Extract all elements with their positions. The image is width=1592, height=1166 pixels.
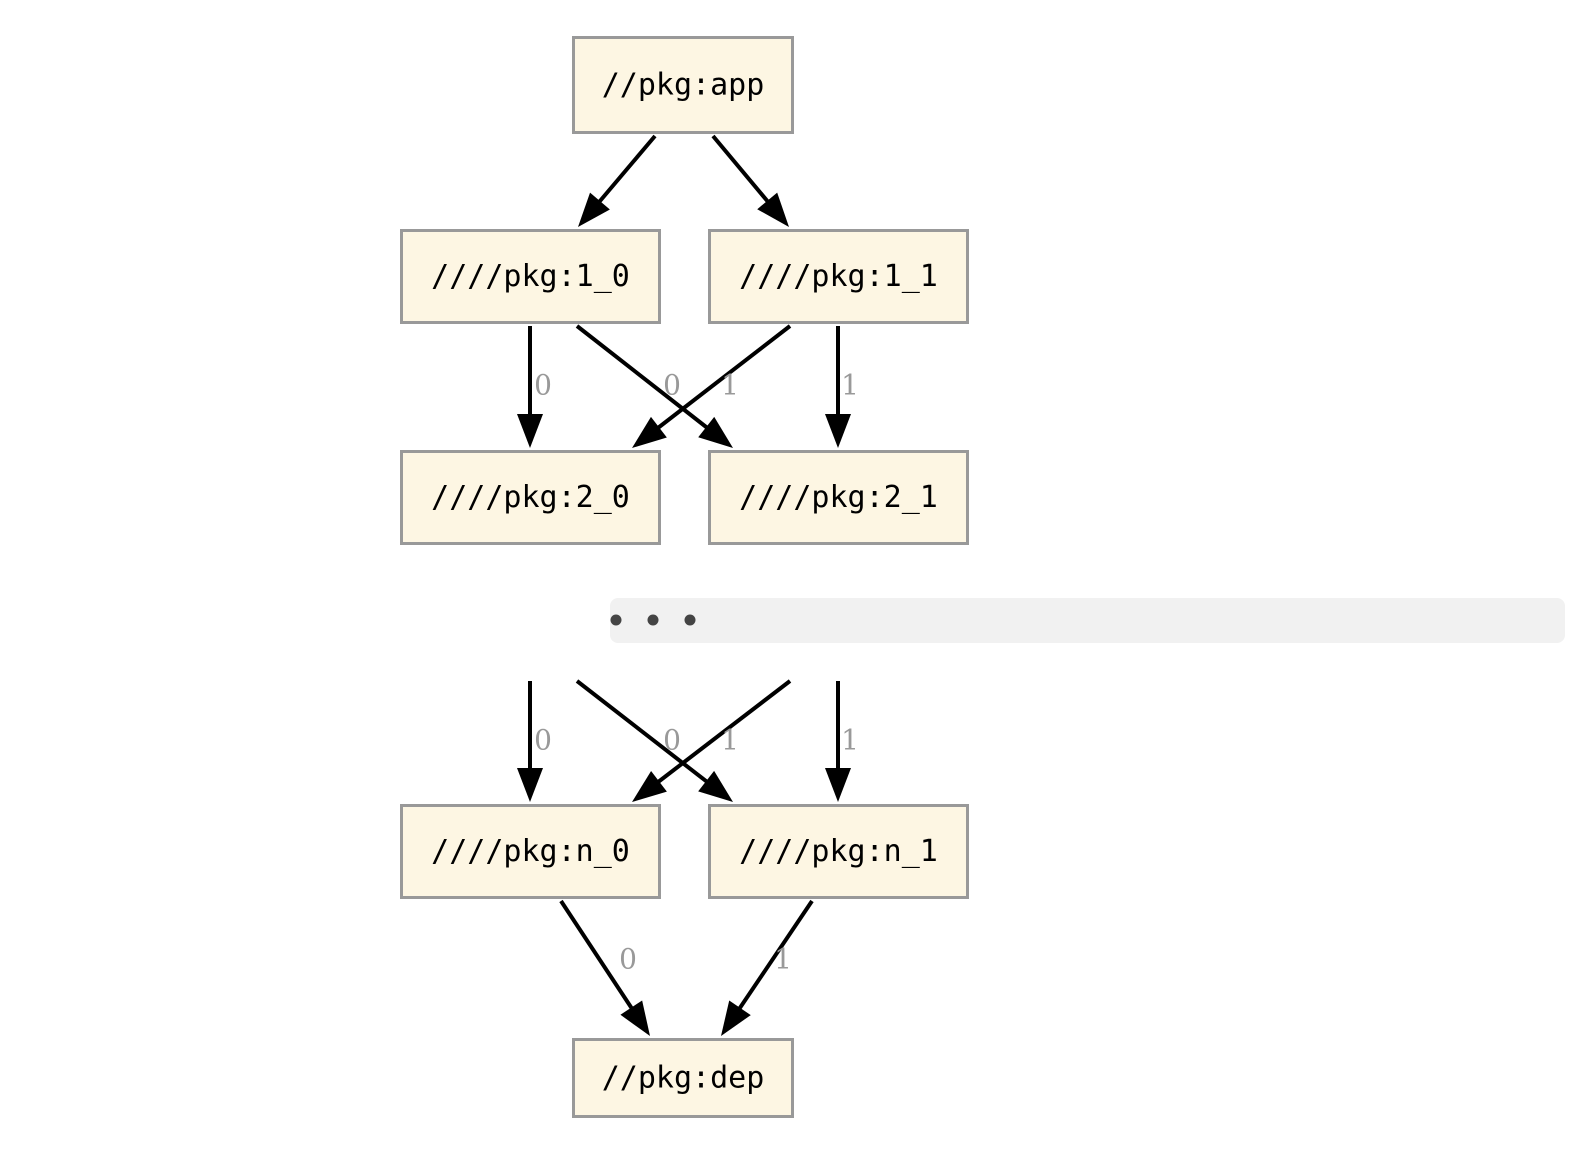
edge-line — [594, 134, 657, 207]
edge-arrowhead-icon — [632, 416, 667, 448]
node-label: ////pkg:1_1 — [739, 259, 938, 294]
graph-edge — [711, 134, 789, 227]
edge-arrowhead-icon — [698, 416, 733, 448]
edge-arrowhead-icon — [825, 768, 851, 802]
ellipsis-dot — [647, 614, 659, 626]
graph-node-dep[interactable]: //pkg:dep — [572, 1038, 794, 1118]
node-box[interactable] — [400, 804, 661, 899]
node-box[interactable] — [400, 450, 661, 545]
graph-edge: 0 — [575, 679, 733, 802]
node-label: ////pkg:2_0 — [431, 480, 630, 515]
node-box[interactable] — [708, 450, 969, 545]
node-label: ////pkg:n_0 — [431, 834, 630, 869]
edge-arrowhead-icon — [517, 768, 543, 802]
node-label: ////pkg:1_0 — [431, 259, 630, 294]
edge-arrowhead-icon — [578, 192, 610, 227]
graph-node-2_0[interactable]: ////pkg:2_0 — [400, 450, 661, 545]
edge-line — [559, 899, 637, 1014]
edge-arrowhead-icon — [757, 192, 789, 227]
edge-label: 0 — [663, 724, 681, 757]
graph-edge: 1 — [721, 899, 814, 1036]
edge-arrowhead-icon — [721, 1000, 751, 1036]
node-box[interactable] — [708, 804, 969, 899]
edge-label: 1 — [841, 369, 859, 402]
graph-edge: 1 — [825, 681, 859, 802]
graph-node-1_1[interactable]: ////pkg:1_1 — [708, 229, 969, 324]
ellipsis-band — [610, 598, 1565, 643]
edge-arrowhead-icon — [825, 414, 851, 448]
edge-line — [652, 324, 792, 433]
edge-arrowhead-icon — [517, 414, 543, 448]
graph-edge: 0 — [575, 324, 733, 448]
edge-line — [575, 679, 713, 787]
graph-edge: 1 — [825, 326, 859, 448]
node-box[interactable] — [400, 229, 661, 324]
edge-arrowhead-icon — [632, 771, 667, 802]
node-label: ////pkg:n_1 — [739, 834, 938, 869]
graph-edge: 0 — [517, 681, 552, 802]
node-label: ////pkg:2_1 — [739, 480, 938, 515]
edge-label: 1 — [841, 724, 859, 757]
edge-label: 0 — [619, 943, 637, 976]
node-box[interactable] — [708, 229, 969, 324]
node-box[interactable] — [572, 36, 794, 134]
node-label: //pkg:dep — [602, 1061, 765, 1096]
edge-label: 0 — [663, 369, 681, 402]
edge-line — [575, 324, 713, 433]
edge-line — [734, 899, 814, 1014]
node-label: //pkg:app — [602, 68, 765, 103]
edge-label: 1 — [721, 724, 739, 757]
graph-node-n_1[interactable]: ////pkg:n_1 — [708, 804, 969, 899]
graph-edge: 1 — [632, 324, 792, 448]
graph-node-n_0[interactable]: ////pkg:n_0 — [400, 804, 661, 899]
graph-edge: 0 — [517, 326, 552, 448]
graph-node-app[interactable]: //pkg:app — [572, 36, 794, 134]
graph-edge: 1 — [632, 679, 792, 802]
edge-arrowhead-icon — [698, 770, 733, 802]
edges-layer: 0 0 1 1 0 0 1 1 0 1 — [517, 134, 859, 1036]
edge-label: 0 — [534, 369, 552, 402]
ellipsis-dot — [610, 614, 622, 626]
edge-line — [711, 134, 773, 207]
graph-node-2_1[interactable]: ////pkg:2_1 — [708, 450, 969, 545]
ellipsis-dot — [684, 614, 696, 626]
graph-node-1_0[interactable]: ////pkg:1_0 — [400, 229, 661, 324]
ellipsis-layer — [610, 598, 1565, 643]
edge-label: 1 — [721, 369, 739, 402]
edge-arrowhead-icon — [620, 1000, 650, 1036]
nodes-layer: //pkg:app ////pkg:1_0 ////pkg:1_1 ////pkg:2… — [400, 36, 969, 1118]
edge-label: 0 — [534, 724, 552, 757]
graph-edge — [578, 134, 657, 227]
edge-line — [653, 679, 792, 787]
node-box[interactable] — [572, 1038, 794, 1118]
edge-label: 1 — [774, 943, 792, 976]
graph-edge: 0 — [559, 899, 650, 1036]
